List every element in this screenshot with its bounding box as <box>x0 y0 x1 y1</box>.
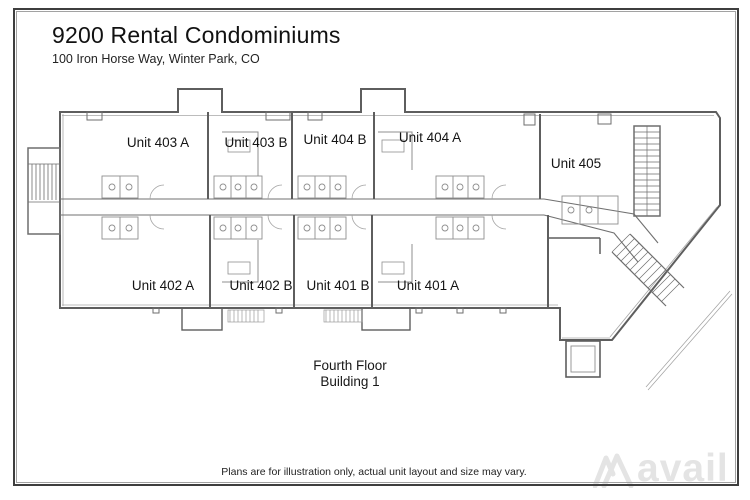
unit-divider-walls <box>207 112 601 308</box>
header: 9200 Rental Condominiums 100 Iron Horse … <box>52 22 341 66</box>
bathroom-fixtures <box>101 175 619 240</box>
diagonal-staircase <box>611 233 685 307</box>
kitchen-counters <box>222 131 413 283</box>
unit-label-403b: Unit 403 B <box>224 135 287 150</box>
wall-inner-lines <box>62 114 718 339</box>
wing-staircase <box>633 125 661 217</box>
floor-caption: Fourth Floor Building 1 <box>270 358 430 390</box>
disclaimer-text: Plans are for illustration only, actual … <box>221 466 527 478</box>
unit-label-404b: Unit 404 B <box>303 132 366 147</box>
unit-label-402a: Unit 402 A <box>132 278 194 293</box>
page-address: 100 Iron Horse Way, Winter Park, CO <box>52 52 260 66</box>
left-staircase <box>27 147 61 235</box>
unit-label-403a: Unit 403 A <box>127 135 189 150</box>
unit-label-401a: Unit 401 A <box>397 278 459 293</box>
unit-label-404a: Unit 404 A <box>399 130 461 145</box>
building-label: Building 1 <box>320 374 380 389</box>
unit-label-405: Unit 405 <box>551 156 601 171</box>
unit-label-402b: Unit 402 B <box>229 278 292 293</box>
door-swings <box>149 184 507 230</box>
entry-walk-hatch <box>229 310 359 322</box>
page-title: 9200 Rental Condominiums <box>52 22 341 48</box>
unit-label-401b: Unit 401 B <box>306 278 369 293</box>
roof-line <box>645 290 733 391</box>
facade-details <box>86 111 612 323</box>
elevator-shaft <box>570 345 596 373</box>
unit-labels: Unit 403 A Unit 403 B Unit 404 B Unit 40… <box>127 130 601 293</box>
floor-label: Fourth Floor <box>313 358 387 373</box>
